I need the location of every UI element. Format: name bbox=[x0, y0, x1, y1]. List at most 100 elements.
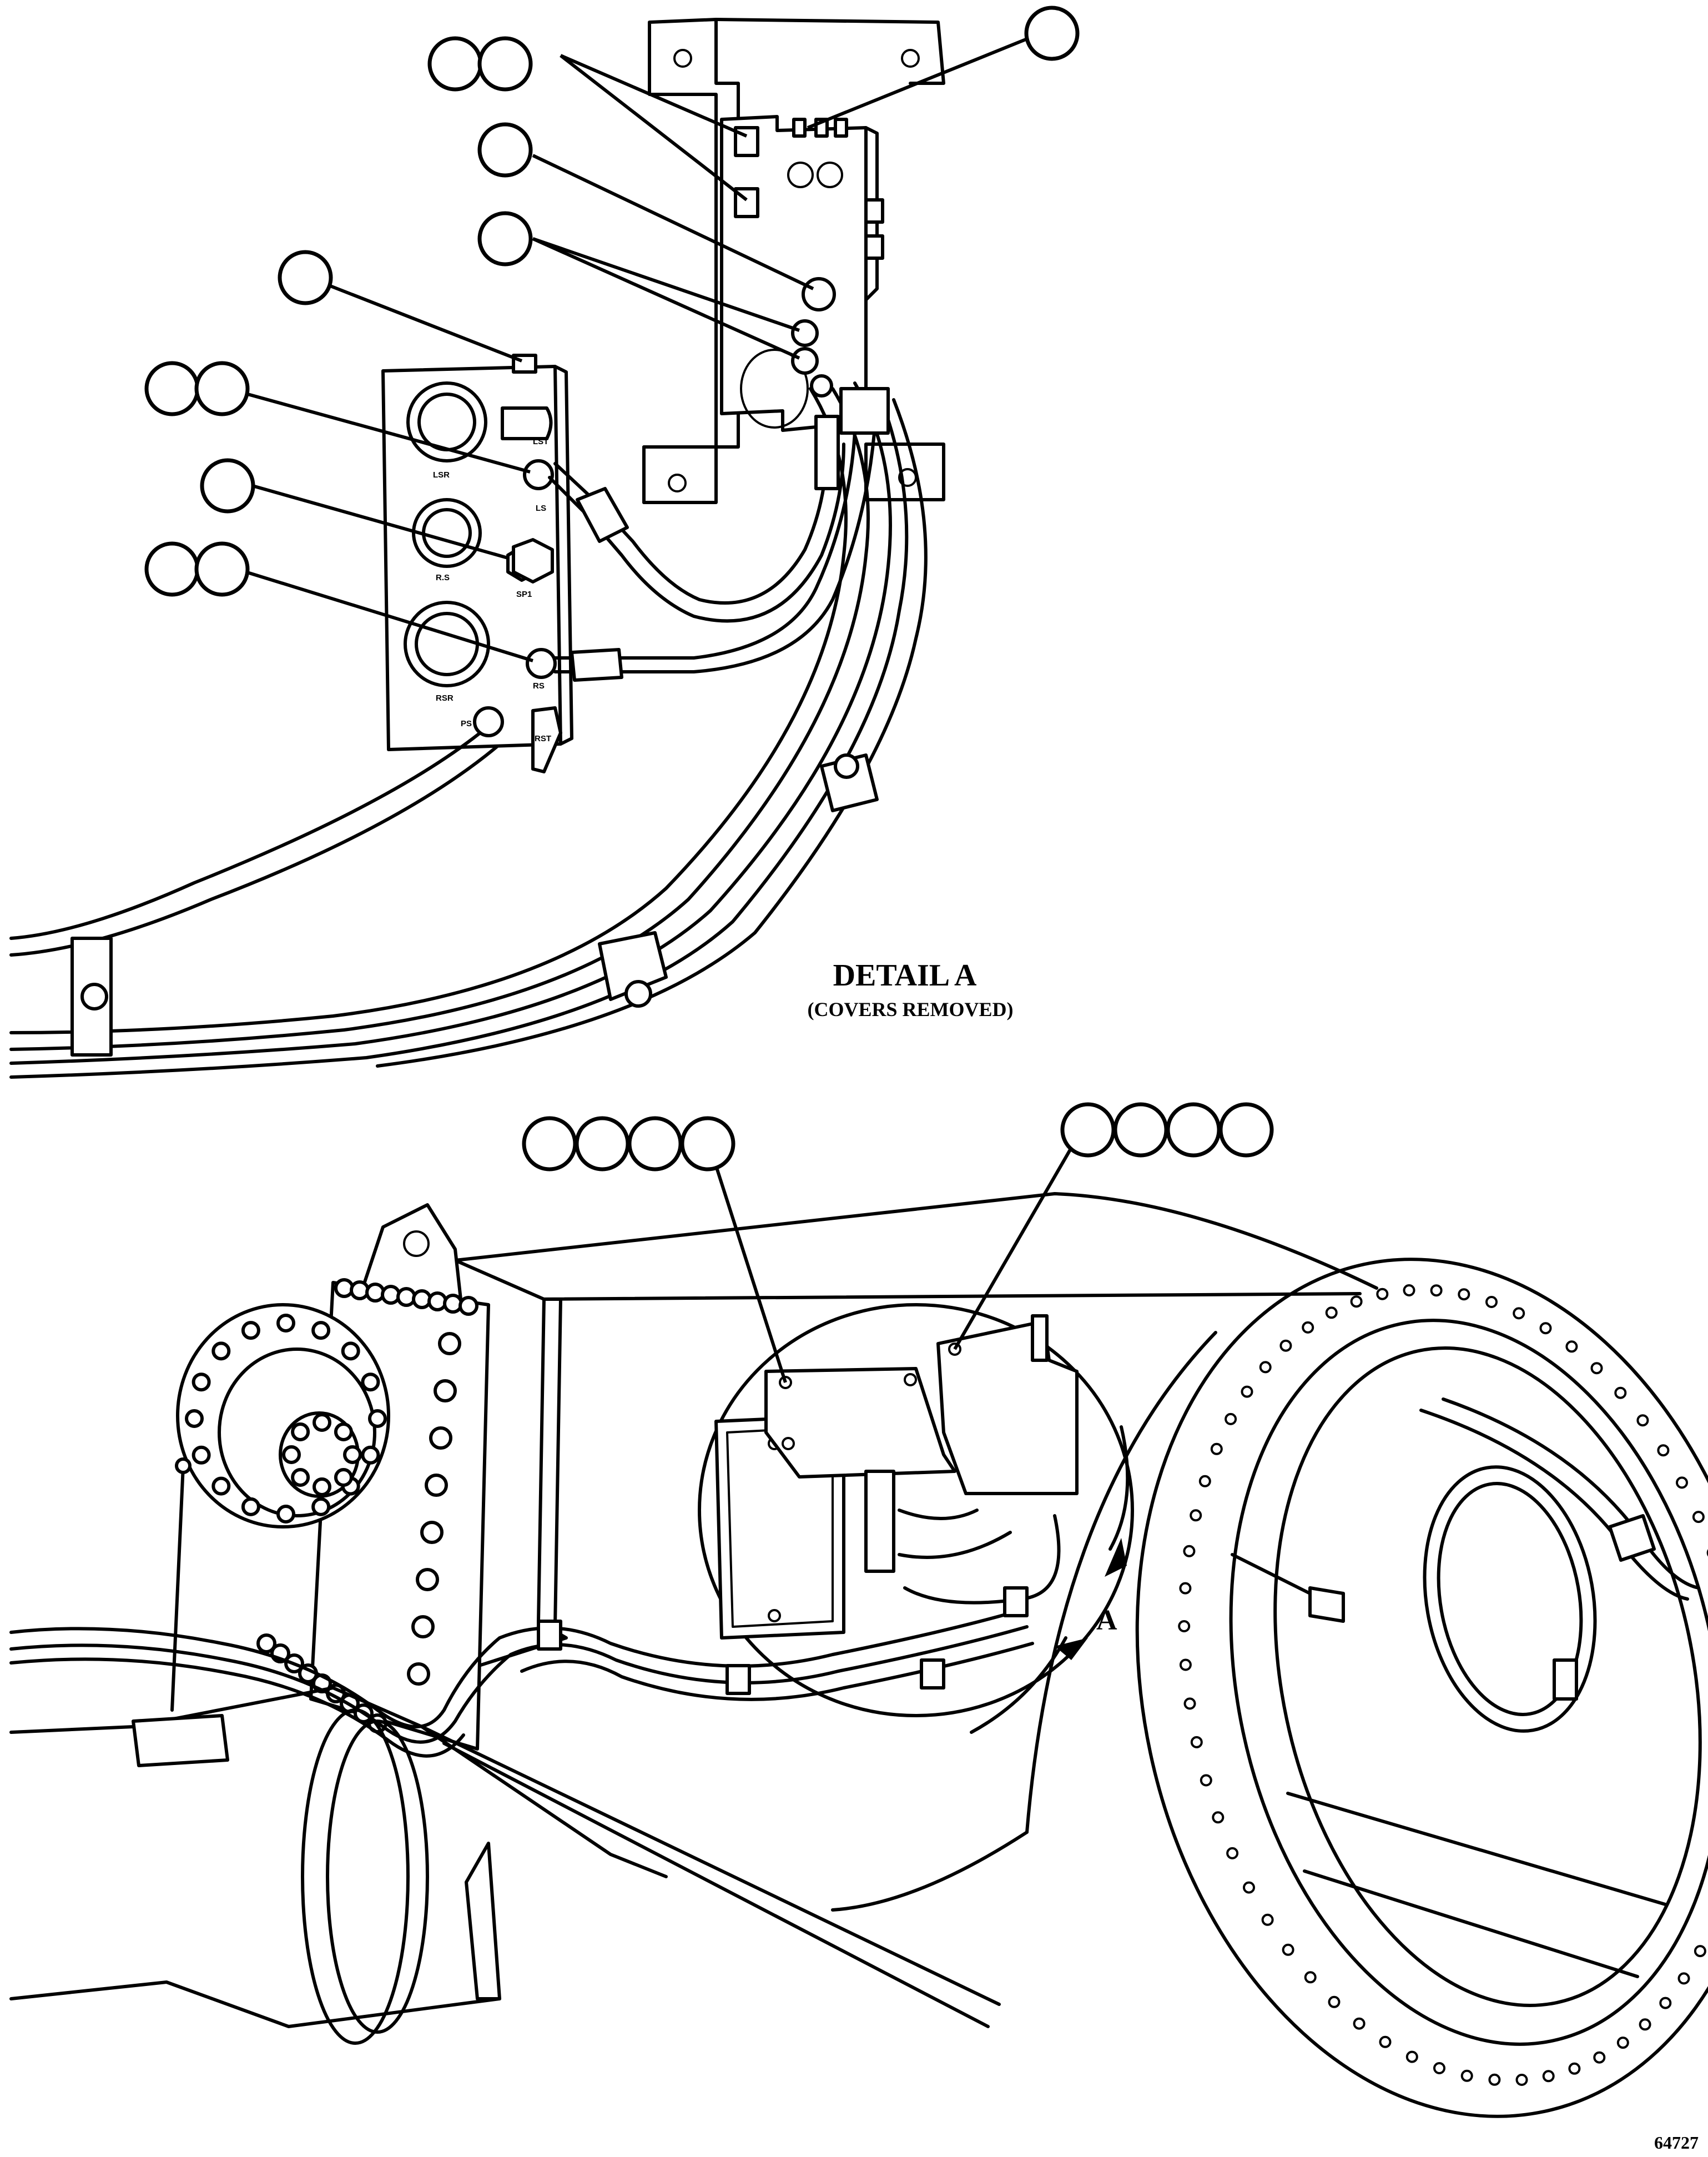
callout-group-top bbox=[144, 6, 1080, 662]
side-plate-bolt bbox=[459, 1296, 478, 1316]
upper-bolt bbox=[734, 187, 759, 218]
callout-balloon bbox=[1166, 1102, 1221, 1158]
drum-bolt-hole bbox=[1403, 1284, 1415, 1296]
clamp-bolt bbox=[624, 980, 652, 1008]
drum-bolt-hole bbox=[1677, 1972, 1690, 1985]
callout-balloon bbox=[477, 36, 533, 92]
hub-center-bolt bbox=[282, 1445, 301, 1464]
callout-balloon bbox=[278, 250, 333, 305]
side-plate-bolt bbox=[256, 1633, 276, 1653]
hub-center-bolt bbox=[291, 1422, 310, 1441]
view-arrow-head bbox=[1105, 1538, 1127, 1577]
hydraulic-hoses bbox=[9, 381, 928, 1079]
port-label-rsr: RSR bbox=[436, 693, 454, 703]
drum-bolt-hole bbox=[1350, 1295, 1363, 1308]
port-label-sp1: SP1 bbox=[516, 590, 532, 599]
view-arrow-arc bbox=[970, 1636, 1067, 1734]
bracket-top-edge bbox=[714, 18, 945, 85]
upper-hose-crimp-2 bbox=[814, 415, 840, 490]
drum-bolt-hole bbox=[1539, 1322, 1552, 1335]
upper-fitting-3 bbox=[791, 347, 819, 375]
port-label-lsr: LSR bbox=[433, 470, 450, 480]
hub-center-bolt bbox=[334, 1468, 353, 1487]
drum-bolt-hole bbox=[1183, 1697, 1196, 1710]
side-plate-bolt bbox=[429, 1426, 452, 1450]
drum-bolt-hole bbox=[1304, 1971, 1317, 1984]
hub-bolt bbox=[211, 1476, 231, 1496]
hub-flange bbox=[176, 1303, 390, 1528]
panel-bolt bbox=[768, 1609, 781, 1622]
cover-screw bbox=[948, 1343, 961, 1356]
drum-internal-hose-2 bbox=[1442, 1397, 1700, 1590]
drum-center-opening bbox=[1423, 1465, 1597, 1733]
side-plate-bolt bbox=[425, 1474, 448, 1497]
ls-fitting bbox=[523, 459, 554, 490]
callout-balloon bbox=[1024, 6, 1080, 61]
hub-center-bolt bbox=[313, 1413, 331, 1432]
body-hose-1 bbox=[9, 1608, 1023, 1728]
callout-balloon bbox=[1113, 1102, 1168, 1158]
shaft-tube-bottom bbox=[9, 1980, 501, 2028]
bracket-hole bbox=[901, 49, 920, 68]
rs-fitting bbox=[526, 648, 557, 679]
drum-bolt-hole bbox=[1179, 1658, 1192, 1671]
bracket-hole bbox=[673, 49, 692, 68]
cover-screw bbox=[782, 1437, 795, 1450]
port-label-rst: RST bbox=[535, 734, 551, 743]
top-fitting bbox=[834, 118, 848, 138]
cover-screw bbox=[904, 1373, 917, 1386]
drum-internal-web bbox=[1286, 1792, 1667, 1978]
drum-bolt-hole bbox=[1513, 1307, 1525, 1320]
rst-valve-handle bbox=[531, 706, 562, 773]
shaft-clamp bbox=[132, 1714, 229, 1767]
drum-bolt-hole bbox=[1379, 2035, 1392, 2048]
body-hose-clamp bbox=[920, 1658, 945, 1690]
hub-center-bolt bbox=[291, 1468, 310, 1487]
drum-center-opening-inner bbox=[1437, 1482, 1583, 1716]
hub-bolt bbox=[241, 1321, 260, 1340]
view-label: A bbox=[1096, 1605, 1117, 1636]
side-plate-bolt bbox=[434, 1379, 457, 1402]
clamp-bolt bbox=[80, 983, 108, 1010]
drum-outer-rim bbox=[1135, 1258, 1708, 2118]
hose-clamp-middle bbox=[598, 931, 668, 1001]
inner-hoses bbox=[898, 1509, 1061, 1605]
drum-flange-ring bbox=[1229, 1319, 1708, 2046]
drum-bolt-hole bbox=[1376, 1288, 1389, 1300]
drum-bolt-hole bbox=[1183, 1545, 1196, 1557]
hub-bolt bbox=[341, 1341, 360, 1361]
hub-bolt bbox=[361, 1445, 380, 1465]
shaft-mount-bracket bbox=[465, 1842, 501, 2000]
drum-bolt-holes bbox=[1178, 1284, 1708, 2086]
hub-bolt bbox=[361, 1372, 380, 1392]
hub-bolt bbox=[211, 1341, 231, 1361]
hub-inner bbox=[218, 1348, 376, 1517]
view-arrow-arc-2 bbox=[1109, 1425, 1130, 1551]
drum-bolt-hole bbox=[1212, 1811, 1225, 1824]
callout-balloon bbox=[627, 1116, 683, 1171]
shaft-collar-2 bbox=[326, 1719, 429, 2034]
body-hose-clamp bbox=[725, 1664, 751, 1695]
drum-bolt-hole bbox=[1458, 1288, 1470, 1301]
body-hose-clamp bbox=[537, 1620, 562, 1651]
drum-bolt-hole bbox=[1485, 1296, 1498, 1308]
drum-bolt-hole bbox=[1210, 1442, 1223, 1455]
callout-balloon bbox=[144, 361, 200, 416]
main-assembly-view: A 64727 bbox=[9, 1102, 1708, 2153]
body-hose-4 bbox=[520, 1642, 1034, 1701]
drum-bolt-hole bbox=[1198, 1475, 1211, 1487]
drum-bolt-hole bbox=[1433, 2062, 1445, 2074]
drum-bolt-hole bbox=[1261, 1913, 1274, 1926]
detail-subtitle: (COVERS REMOVED) bbox=[807, 998, 1013, 1020]
drum-bolt-hole bbox=[1325, 1306, 1338, 1319]
side-plate-bolt bbox=[407, 1662, 430, 1686]
callout-balloon bbox=[427, 36, 483, 92]
callout-balloon bbox=[1060, 1102, 1116, 1158]
drum-inner-ring bbox=[1273, 1346, 1702, 2007]
callout-balloon bbox=[575, 1116, 630, 1171]
drum-bolt-hole bbox=[1179, 1582, 1192, 1595]
valve-plug bbox=[787, 162, 814, 188]
cover-connector bbox=[1031, 1314, 1049, 1362]
housing-top-edge bbox=[454, 1192, 1378, 1290]
